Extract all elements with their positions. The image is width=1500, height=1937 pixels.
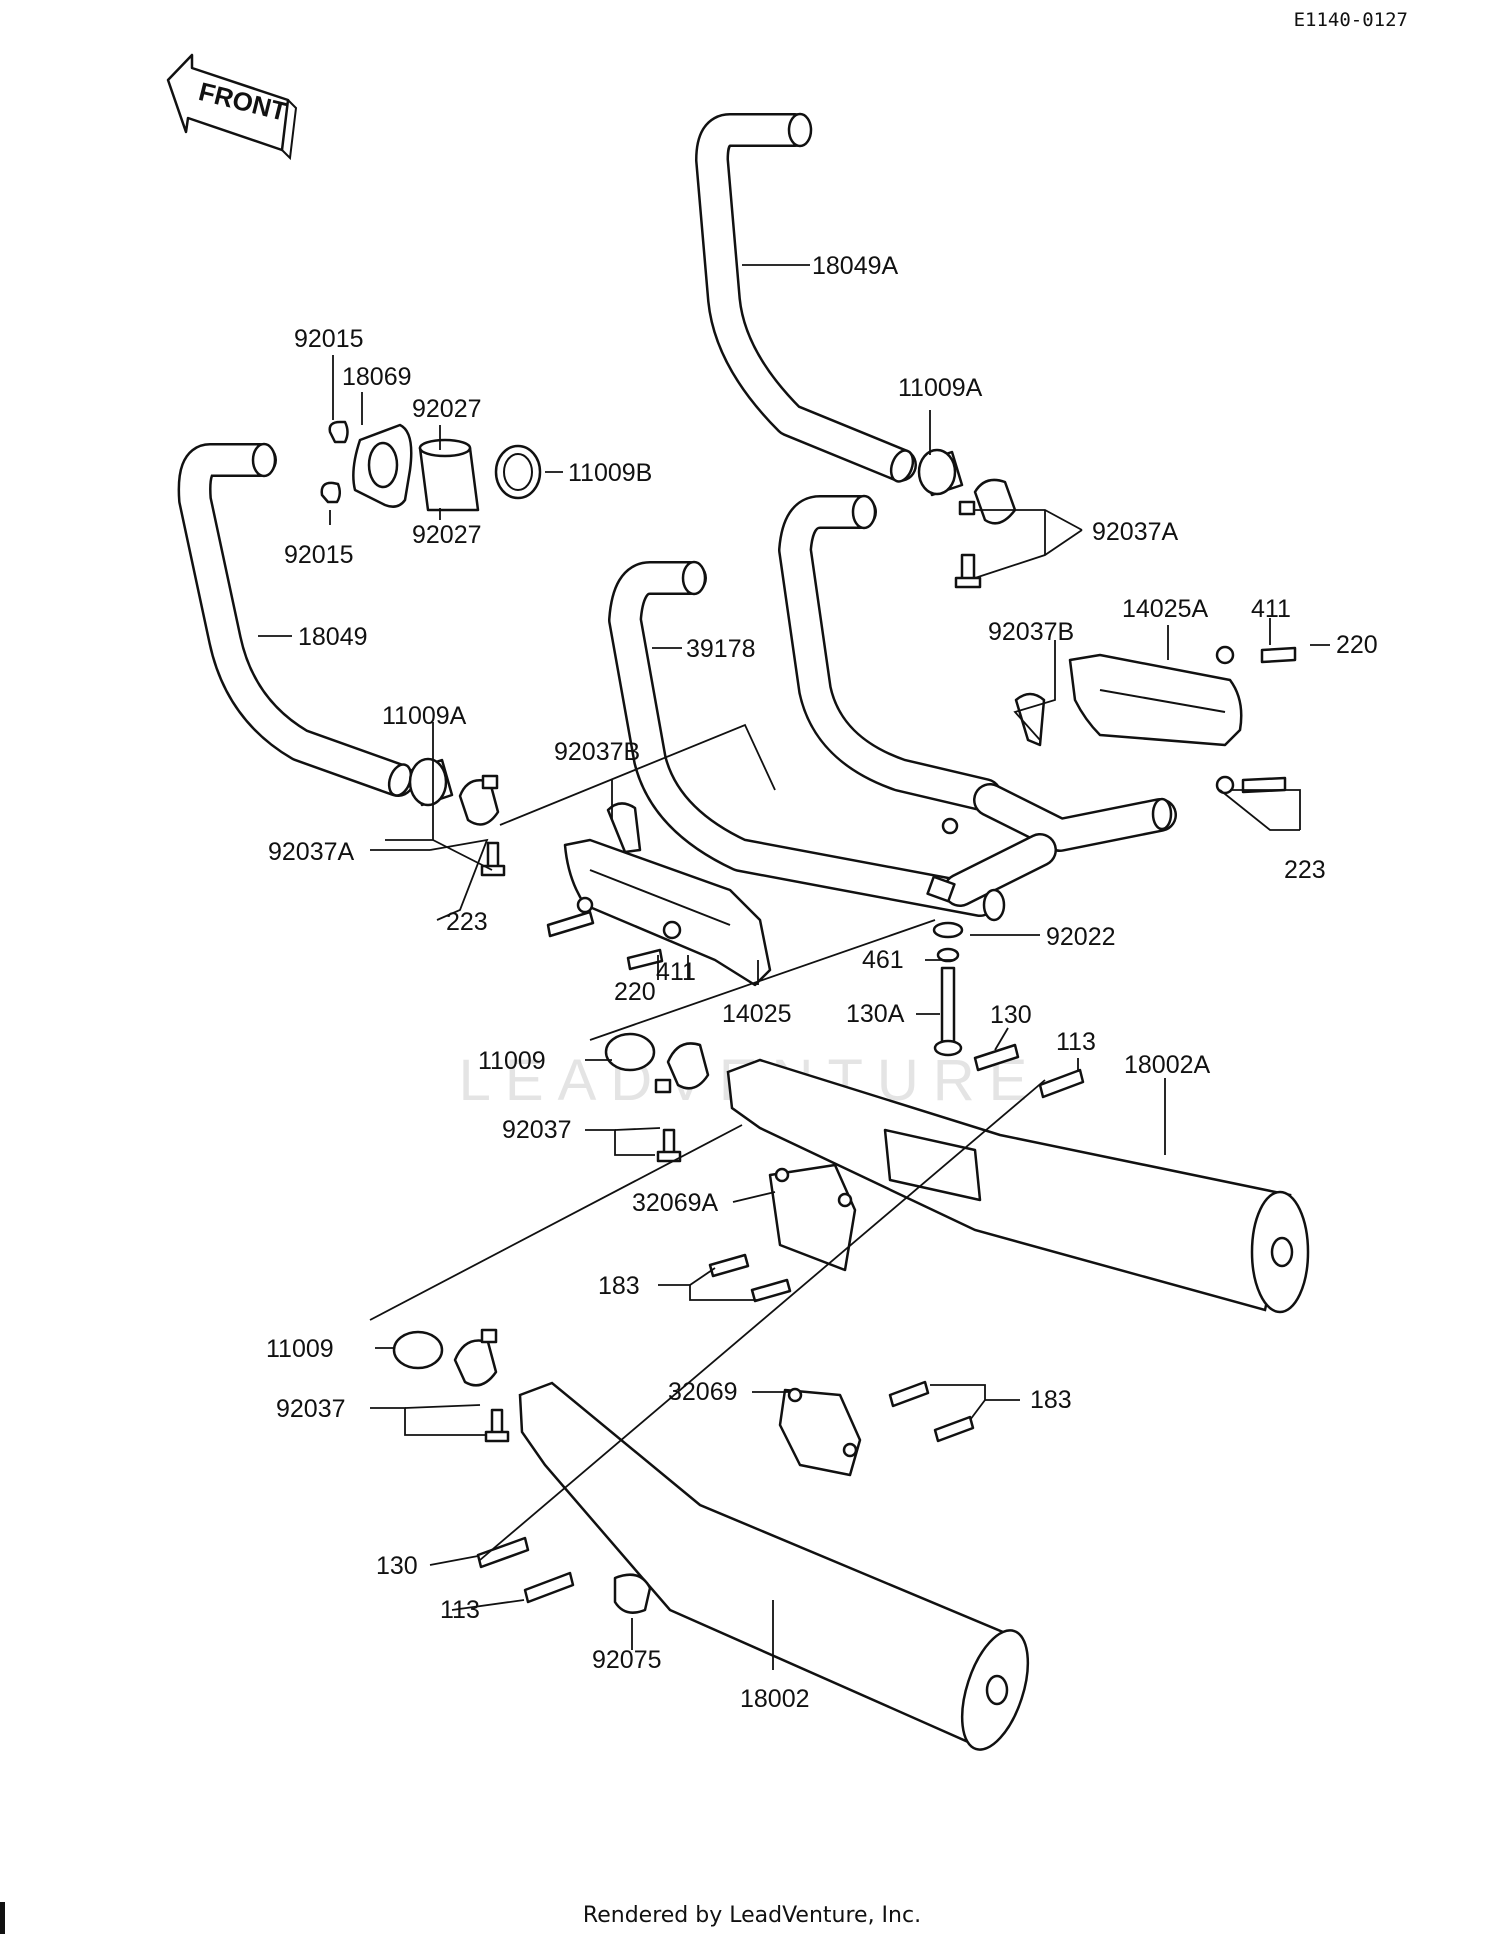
leader-lines [258,264,1330,1670]
part-label: 220 [614,978,656,1006]
part-label: 11009A [382,702,467,730]
part-label: 223 [1284,856,1326,884]
clamp-group-left [408,757,506,877]
part-label: 223 [446,908,488,936]
part-labels: 18049A 11009A 92037A 92015 18069 92027 1… [266,252,1378,1713]
part-label: 113 [440,1596,480,1624]
front-arrow-icon: FRONT [166,53,298,161]
part-label: 18002A [1124,1051,1211,1079]
part-label: 92075 [592,1646,662,1674]
part-label: 130 [990,1001,1032,1029]
part-label: 11009A [898,374,983,402]
part-label: 92015 [284,541,354,569]
part-label: 92037 [502,1116,572,1144]
part-label: 92027 [412,395,482,423]
part-label: 92037B [554,738,640,766]
part-label: 18002 [740,1685,810,1713]
heat-guard-14025a [1014,645,1297,795]
exhaust-pipe-18049 [177,442,415,797]
mount-bolt-group [932,921,1085,1099]
part-label: 11009B [568,459,652,487]
part-label: 32069 [668,1378,738,1406]
part-label: 14025 [722,1000,792,1028]
part-label: 411 [1251,595,1291,623]
muffler-18002 [476,1380,1030,1751]
part-label: 92037 [276,1395,346,1423]
part-label: 113 [1056,1028,1096,1056]
clamp-group-lower [392,1328,510,1443]
part-label: 92037A [268,838,355,866]
clamp-group-mid [604,1032,710,1163]
part-label: 11009 [266,1335,334,1363]
part-label: 14025A [1122,595,1209,623]
part-label: 18049A [812,252,899,280]
part-label: 411 [656,958,696,986]
exhaust-pipe-18049a [695,112,917,483]
edge-mark [0,1902,5,1934]
part-label: 130 [376,1552,418,1580]
part-label: 183 [1030,1386,1072,1414]
part-label: 39178 [686,635,756,663]
part-label: 18049 [298,623,368,651]
flange-group [320,420,542,512]
collector-pipe-39178 [608,494,1177,922]
part-label: 220 [1336,631,1378,659]
part-label: 32069A [632,1189,719,1217]
part-label: 92027 [412,521,482,549]
part-label: 92037A [1092,518,1179,546]
diagram-code: E1140-0127 [1294,9,1408,31]
part-label: 183 [598,1272,640,1300]
part-label: 11009 [478,1047,546,1075]
footer-credit: Rendered by LeadVenture, Inc. [583,1903,921,1928]
part-label: 130A [846,1000,905,1028]
part-label: 92022 [1046,923,1116,951]
part-label: 92015 [294,325,364,353]
muffler-18002a [708,1058,1310,1314]
part-label: 18069 [342,363,412,391]
clamp-group-upper-right [917,448,1017,589]
part-label: 461 [862,946,904,974]
part-label: 92037B [988,618,1074,646]
heat-guard-14025 [546,802,772,987]
